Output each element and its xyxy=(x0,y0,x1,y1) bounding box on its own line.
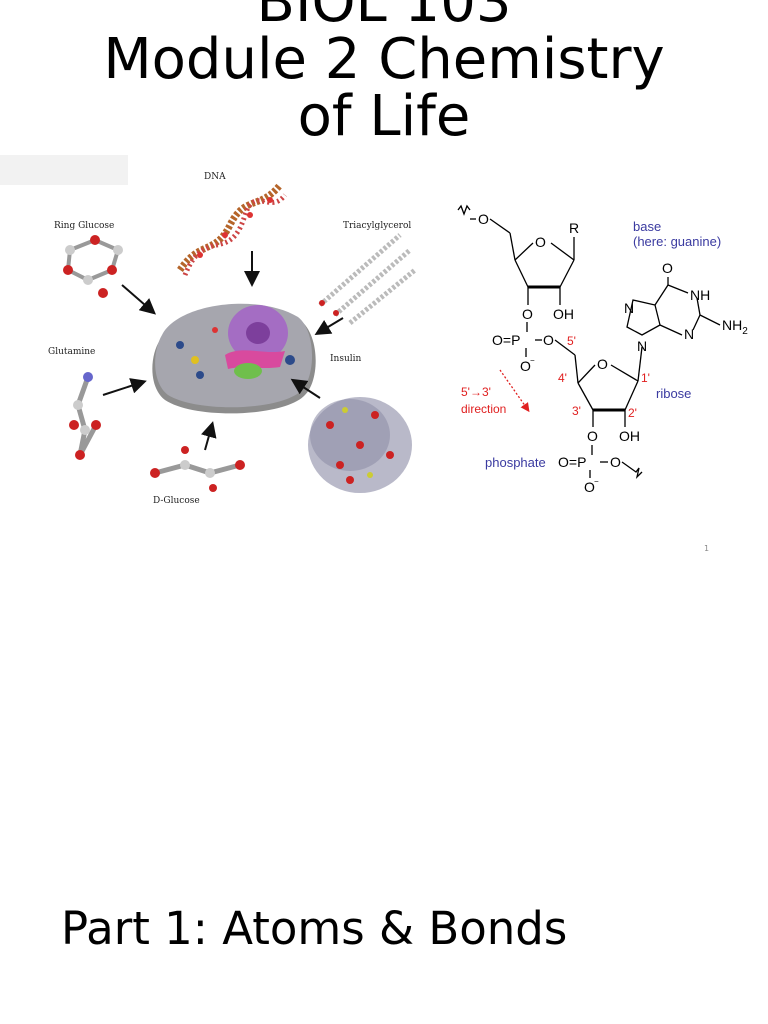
o-phosphate-lower-neg: O xyxy=(584,479,595,495)
cell-illustration-icon xyxy=(152,303,316,414)
corner-box xyxy=(0,155,128,185)
o-carbonyl: O xyxy=(662,260,673,276)
o-phosphate-upper-right: O xyxy=(543,332,554,348)
page-number: 1 xyxy=(704,544,710,553)
title-line-3: of Life xyxy=(297,84,471,149)
title-line-2: Module 2 Chemistry xyxy=(103,27,665,92)
direction-arrow-icon xyxy=(499,369,530,413)
slide-title: BIOL 103 Module 2 Chemistry of Life xyxy=(0,0,768,145)
cell-figure: DNA Ring Glucose Triacylglycerol Glutami… xyxy=(48,172,417,506)
nucleotide-figure: O O R OH O O=P O O − 5' O 4' 1' xyxy=(457,204,748,495)
nh2-group: NH2 xyxy=(722,317,748,337)
phosphate-lower-op: O=P xyxy=(558,454,586,470)
ring-glucose-model-icon xyxy=(63,235,123,298)
label-insulin: Insulin xyxy=(330,354,362,364)
triacylglycerol-model-icon xyxy=(318,233,417,325)
oh-upper: OH xyxy=(553,306,574,322)
nh-group: NH xyxy=(690,287,710,303)
insulin-model-icon xyxy=(308,397,412,493)
o-phosphate-lower-right: O xyxy=(610,454,621,470)
prime-1: 1' xyxy=(641,371,650,385)
o-bridge-upper: O xyxy=(522,306,533,322)
o-top-left: O xyxy=(478,211,489,227)
svg-text:−: − xyxy=(594,477,599,486)
r-group: R xyxy=(569,220,579,236)
oh-lower: OH xyxy=(619,428,640,444)
glutamine-model-icon xyxy=(69,372,101,460)
phosphate-upper-op: O=P xyxy=(492,332,520,348)
n-right: N xyxy=(684,326,694,342)
dna-model-icon xyxy=(177,182,287,276)
prime-3: 3' xyxy=(572,404,581,418)
n-left: N xyxy=(624,300,634,316)
direction-label: 5'→3' xyxy=(461,385,491,399)
o-ring-lower: O xyxy=(597,356,608,372)
section-subtitle: Part 1: Atoms & Bonds xyxy=(61,902,568,955)
svg-text:−: − xyxy=(530,356,535,365)
title-line-1: BIOL 103 xyxy=(256,0,512,35)
direction-word: direction xyxy=(461,402,506,416)
cell-arrows xyxy=(102,251,344,451)
prime-5: 5' xyxy=(567,334,576,348)
chain-break-lower-icon xyxy=(621,461,643,480)
label-d-glucose: D-Glucose xyxy=(153,496,200,506)
prime-4: 4' xyxy=(558,371,567,385)
o-phosphate-upper-neg: O xyxy=(520,358,531,374)
label-ring-glucose: Ring Glucose xyxy=(54,221,114,231)
label-glutamine: Glutamine xyxy=(48,347,95,357)
base-note: (here: guanine) xyxy=(633,234,721,249)
chain-break-icon xyxy=(457,204,471,216)
o-ring-upper: O xyxy=(535,234,546,250)
o-bridge-lower: O xyxy=(587,428,598,444)
slide-figure: DNA Ring Glucose Triacylglycerol Glutami… xyxy=(0,155,748,506)
base-label: base xyxy=(633,219,661,234)
ribose-label: ribose xyxy=(656,386,691,401)
d-glucose-model-icon xyxy=(150,446,245,492)
label-triacylglycerol: Triacylglycerol xyxy=(343,221,411,231)
prime-2: 2' xyxy=(628,406,637,420)
phosphate-label: phosphate xyxy=(485,455,546,470)
label-dna: DNA xyxy=(204,172,226,182)
n-bottom: N xyxy=(637,338,647,354)
